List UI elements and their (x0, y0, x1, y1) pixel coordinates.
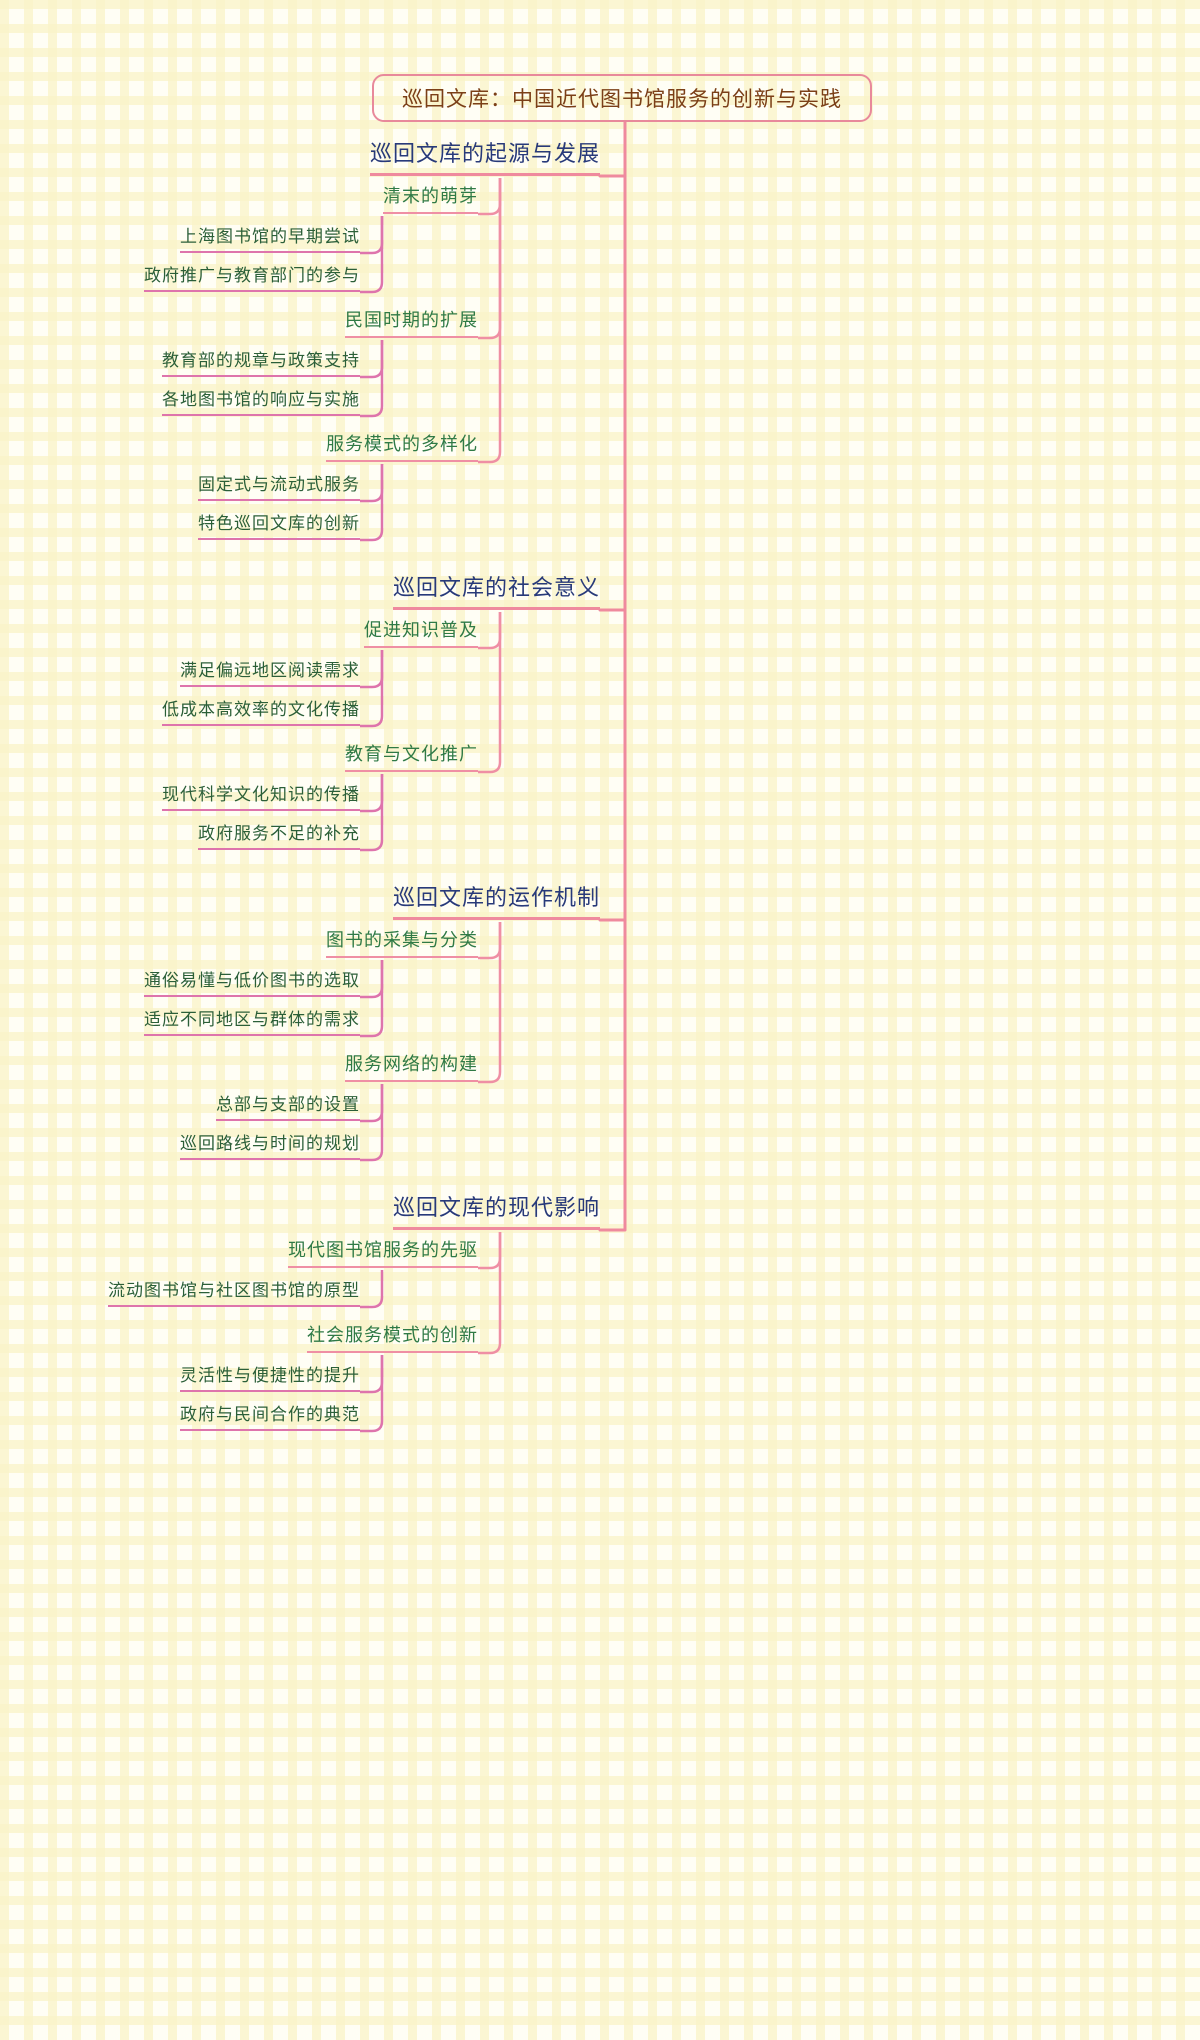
leaf-node-3-1-2-label: 适应不同地区与群体的需求 (144, 1010, 360, 1029)
sub-node-2-1[interactable]: 促进知识普及 (364, 618, 478, 648)
leaf-node-1-3-2-label: 特色巡回文库的创新 (198, 514, 360, 533)
sub-node-1-1[interactable]: 清末的萌芽 (383, 184, 478, 214)
leaf-node-3-1-1-label: 通俗易懂与低价图书的选取 (144, 971, 360, 990)
leaf-node-3-1-2[interactable]: 适应不同地区与群体的需求 (144, 1007, 360, 1036)
sub-node-3-2[interactable]: 服务网络的构建 (345, 1052, 478, 1082)
leaf-node-1-3-2[interactable]: 特色巡回文库的创新 (198, 511, 360, 540)
leaf-node-4-2-1-label: 灵活性与便捷性的提升 (180, 1366, 360, 1385)
leaf-node-1-1-1[interactable]: 上海图书馆的早期尝试 (180, 224, 360, 253)
branch-node-3-label: 巡回文库的运作机制 (392, 885, 600, 910)
sub-node-3-2-label: 服务网络的构建 (345, 1054, 478, 1074)
leaf-node-1-3-1-label: 固定式与流动式服务 (198, 475, 360, 494)
leaf-node-4-2-1[interactable]: 灵活性与便捷性的提升 (180, 1363, 360, 1392)
root-node[interactable]: 巡回文库：中国近代图书馆服务的创新与实践 (372, 74, 872, 122)
leaf-node-2-1-2[interactable]: 低成本高效率的文化传播 (162, 697, 360, 726)
sub-node-4-1[interactable]: 现代图书馆服务的先驱 (288, 1238, 478, 1268)
leaf-node-3-2-1[interactable]: 总部与支部的设置 (216, 1092, 360, 1121)
leaf-node-1-2-1-label: 教育部的规章与政策支持 (162, 351, 360, 370)
leaf-node-2-1-2-label: 低成本高效率的文化传播 (162, 700, 360, 719)
sub-node-1-1-label: 清末的萌芽 (383, 186, 478, 206)
leaf-node-3-2-2[interactable]: 巡回路线与时间的规划 (180, 1131, 360, 1160)
leaf-node-1-1-1-label: 上海图书馆的早期尝试 (180, 227, 360, 246)
root-node-label: 巡回文库：中国近代图书馆服务的创新与实践 (402, 87, 842, 111)
sub-node-4-2-label: 社会服务模式的创新 (307, 1325, 478, 1345)
sub-node-3-1-label: 图书的采集与分类 (326, 930, 478, 950)
leaf-node-2-1-1[interactable]: 满足偏远地区阅读需求 (180, 658, 360, 687)
leaf-node-2-2-1-label: 现代科学文化知识的传播 (162, 785, 360, 804)
branch-node-4-label: 巡回文库的现代影响 (392, 1195, 600, 1220)
sub-node-4-2[interactable]: 社会服务模式的创新 (307, 1323, 478, 1353)
sub-node-4-1-label: 现代图书馆服务的先驱 (288, 1240, 478, 1260)
sub-node-1-2-label: 民国时期的扩展 (345, 310, 478, 330)
branch-node-1-label: 巡回文库的起源与发展 (369, 141, 600, 166)
leaf-node-1-2-1[interactable]: 教育部的规章与政策支持 (162, 348, 360, 377)
leaf-node-3-1-1[interactable]: 通俗易懂与低价图书的选取 (144, 968, 360, 997)
branch-node-3[interactable]: 巡回文库的运作机制 (392, 884, 600, 920)
leaf-node-1-1-2[interactable]: 政府推广与教育部门的参与 (144, 263, 360, 292)
leaf-node-1-3-1[interactable]: 固定式与流动式服务 (198, 472, 360, 501)
branch-node-4[interactable]: 巡回文库的现代影响 (392, 1194, 600, 1230)
leaf-node-3-2-1-label: 总部与支部的设置 (216, 1095, 360, 1114)
leaf-node-1-2-2-label: 各地图书馆的响应与实施 (162, 390, 360, 409)
leaf-node-2-2-1[interactable]: 现代科学文化知识的传播 (162, 782, 360, 811)
branch-node-1[interactable]: 巡回文库的起源与发展 (369, 140, 600, 176)
leaf-node-1-1-2-label: 政府推广与教育部门的参与 (144, 266, 360, 285)
leaf-node-2-1-1-label: 满足偏远地区阅读需求 (180, 661, 360, 680)
leaf-node-4-2-2-label: 政府与民间合作的典范 (180, 1405, 360, 1424)
sub-node-2-2-label: 教育与文化推广 (345, 744, 478, 764)
leaf-node-4-2-2[interactable]: 政府与民间合作的典范 (180, 1402, 360, 1431)
sub-node-2-1-label: 促进知识普及 (364, 620, 478, 640)
sub-node-1-3[interactable]: 服务模式的多样化 (326, 432, 478, 462)
sub-node-1-2[interactable]: 民国时期的扩展 (345, 308, 478, 338)
branch-node-2[interactable]: 巡回文库的社会意义 (392, 574, 600, 610)
leaf-node-3-2-2-label: 巡回路线与时间的规划 (180, 1134, 360, 1153)
leaf-node-4-1-1[interactable]: 流动图书馆与社区图书馆的原型 (108, 1278, 360, 1307)
sub-node-3-1[interactable]: 图书的采集与分类 (326, 928, 478, 958)
leaf-node-1-2-2[interactable]: 各地图书馆的响应与实施 (162, 387, 360, 416)
branch-node-2-label: 巡回文库的社会意义 (392, 575, 600, 600)
sub-node-1-3-label: 服务模式的多样化 (326, 434, 478, 454)
sub-node-2-2[interactable]: 教育与文化推广 (345, 742, 478, 772)
leaf-node-2-2-2-label: 政府服务不足的补充 (198, 824, 360, 843)
leaf-node-4-1-1-label: 流动图书馆与社区图书馆的原型 (108, 1281, 360, 1300)
leaf-node-2-2-2[interactable]: 政府服务不足的补充 (198, 821, 360, 850)
